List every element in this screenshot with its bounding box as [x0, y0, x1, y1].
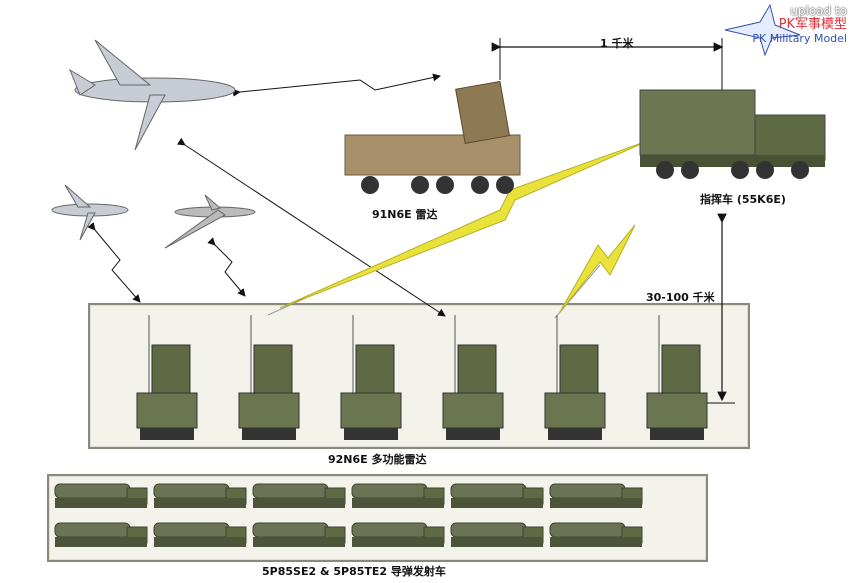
launcher-vehicle [54, 483, 148, 508]
lightning-bolt-icon [559, 224, 636, 313]
radar-92n6e-vehicle [136, 315, 198, 440]
launcher-vehicle [351, 483, 445, 508]
drone-icon [164, 194, 256, 249]
launcher-vehicle [252, 522, 346, 547]
label-92n6e-radar: 92N6E 多功能雷达 [328, 453, 427, 466]
launcher-vehicle [153, 483, 247, 508]
radar-91n6e-vehicle [344, 80, 521, 194]
label-command-vehicle: 指挥车 (55K6E) [700, 193, 786, 206]
launcher-vehicle [450, 483, 544, 508]
radar-92n6e-vehicle [544, 315, 606, 440]
radar-92n6e-vehicle [238, 315, 300, 440]
watermark-line2: PK军事模型 [778, 17, 847, 32]
label-30-100km: 30-100 千米 [646, 291, 715, 304]
launcher-vehicle [54, 522, 148, 547]
zigzag-link-fighter-radar [232, 73, 441, 97]
launcher-vehicle [549, 522, 643, 547]
fighter-jet-icon [51, 184, 129, 241]
watermark-star-logo [724, 3, 801, 57]
zigzag-link-drone [207, 237, 246, 297]
fighter-jet-icon [68, 39, 236, 151]
radar-92n6e-vehicle [340, 315, 402, 440]
zigzag-link-small-fighter [87, 222, 141, 303]
label-launchers: 5P85SE2 & 5P85TE2 导弹发射车 [262, 565, 446, 578]
label-91n6e-radar: 91N6E 雷达 [372, 208, 438, 221]
radar-92n6e-vehicle [442, 315, 504, 440]
launcher-vehicle [450, 522, 544, 547]
launcher-vehicle [351, 522, 445, 547]
watermark-line3: PK Military Model [752, 32, 847, 45]
command-vehicle-55k6e [639, 89, 826, 179]
watermark-line1: upload to [790, 4, 847, 18]
watermark: upload to PK军事模型 PK Military Model [752, 4, 847, 46]
radar-92n6e-vehicle [646, 315, 708, 440]
launcher-vehicle [549, 483, 643, 508]
launcher-vehicle [153, 522, 247, 547]
label-1km: 1 千米 [600, 37, 634, 50]
launcher-vehicle [252, 483, 346, 508]
link-fighter-radar92 [176, 137, 446, 317]
